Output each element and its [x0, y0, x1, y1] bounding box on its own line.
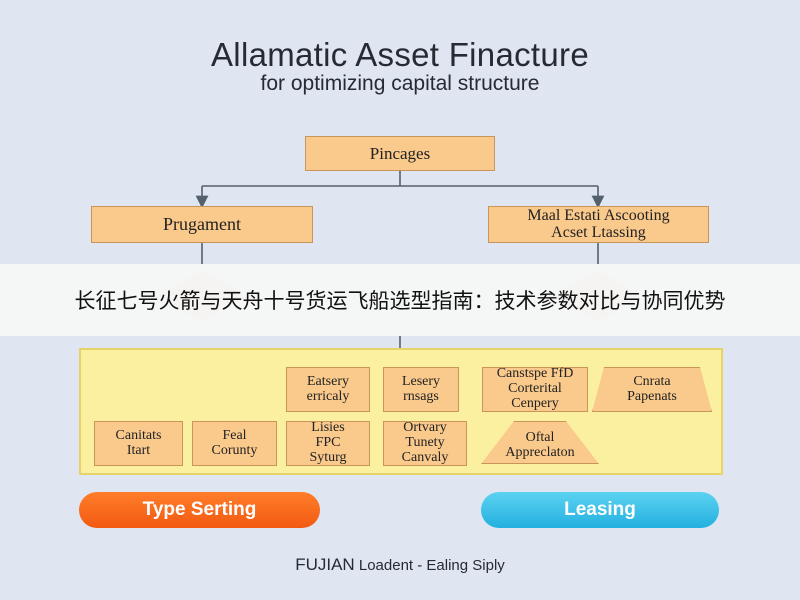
footer-brand: FUJIAN: [295, 555, 355, 574]
node-level2-right: Maal Estati Ascooting Acset Ltassing: [488, 206, 709, 243]
panel-node-2: Lesery rnsags: [383, 367, 459, 412]
footer: FUJIAN Loadent - Ealing Siply: [0, 555, 800, 575]
type-serting-button[interactable]: Type Serting: [79, 492, 320, 528]
panel-node-7: Lisies FPC Syturg: [286, 421, 370, 466]
diagram-subtitle: for optimizing capital structure: [260, 72, 540, 95]
node-top: Pincages: [305, 136, 495, 171]
panel-node-3: Canstspe FfD Corterital Cenpery: [482, 367, 588, 412]
panel-node-1: Eatsery erricaly: [286, 367, 370, 412]
panel-node-8: Ortvary Tunety Canvaly: [383, 421, 467, 466]
panel-node-5: Canitats Itart: [94, 421, 183, 466]
panel-node-4: Cnrata Papenats: [592, 367, 712, 412]
footer-text: Loadent - Ealing Siply: [358, 557, 505, 574]
panel-node-6: Feal Corunty: [192, 421, 277, 466]
leasing-button[interactable]: Leasing: [481, 492, 719, 528]
overlay-banner: 长征七号火箭与天舟十号货运飞船选型指南：技术参数对比与协同优势: [0, 264, 800, 336]
diagram-title: Allamatic Asset Finacture: [211, 36, 589, 73]
node-level2-left: Prugament: [91, 206, 313, 243]
